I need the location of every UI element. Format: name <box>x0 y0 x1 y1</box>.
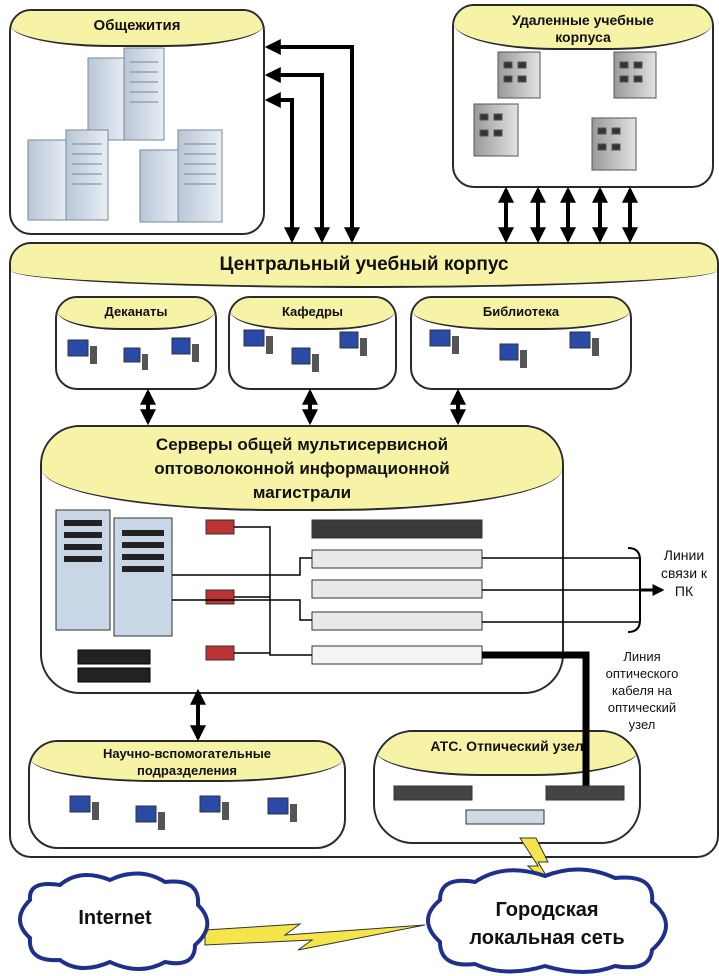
main-server-icons <box>55 509 173 683</box>
remote-building-icons <box>473 51 657 171</box>
modem-icons <box>205 519 235 661</box>
remote-buildings-title: Удаленные учебные корпуса <box>454 6 712 50</box>
remote-links <box>498 186 638 244</box>
inner-links <box>140 388 466 742</box>
ats-equipment-icons <box>393 785 625 825</box>
optical-line-label: Линия оптического кабеля на оптический у… <box>605 649 679 732</box>
research-units-title: Научно-вспомогательные подразделения <box>30 742 344 782</box>
lightning-bolt-internet <box>204 923 426 951</box>
library-title: Библиотека <box>412 298 630 330</box>
research-units-box: Научно-вспомогательные подразделения <box>28 740 346 849</box>
deans-offices-title: Деканаты <box>57 298 215 330</box>
dormitory-links <box>264 39 360 244</box>
central-building-title: Центральный учебный корпус <box>11 244 717 288</box>
internet-label: Internet <box>78 907 152 929</box>
city-lan-cloud <box>426 867 668 974</box>
pc-lines-label: Линии связи к ПК <box>660 547 708 599</box>
switch-icons <box>311 519 483 665</box>
backbone-servers-title: Серверы общей мультисервисной оптоволоко… <box>42 427 562 511</box>
dormitory-server-icons <box>27 47 223 223</box>
internal-cabling <box>172 526 640 656</box>
internet-cloud <box>18 871 210 971</box>
remote-buildings-box: Удаленные учебные корпуса <box>452 4 714 188</box>
ats-node-title: АТС. Отпический узел <box>375 732 639 776</box>
fiber-optic-cable <box>482 651 590 795</box>
departments-title: Кафедры <box>230 298 395 330</box>
pc-icons <box>67 329 599 830</box>
city-lan-label: Городская локальная сеть <box>469 899 625 949</box>
dormitories-title: Общежития <box>11 11 263 47</box>
